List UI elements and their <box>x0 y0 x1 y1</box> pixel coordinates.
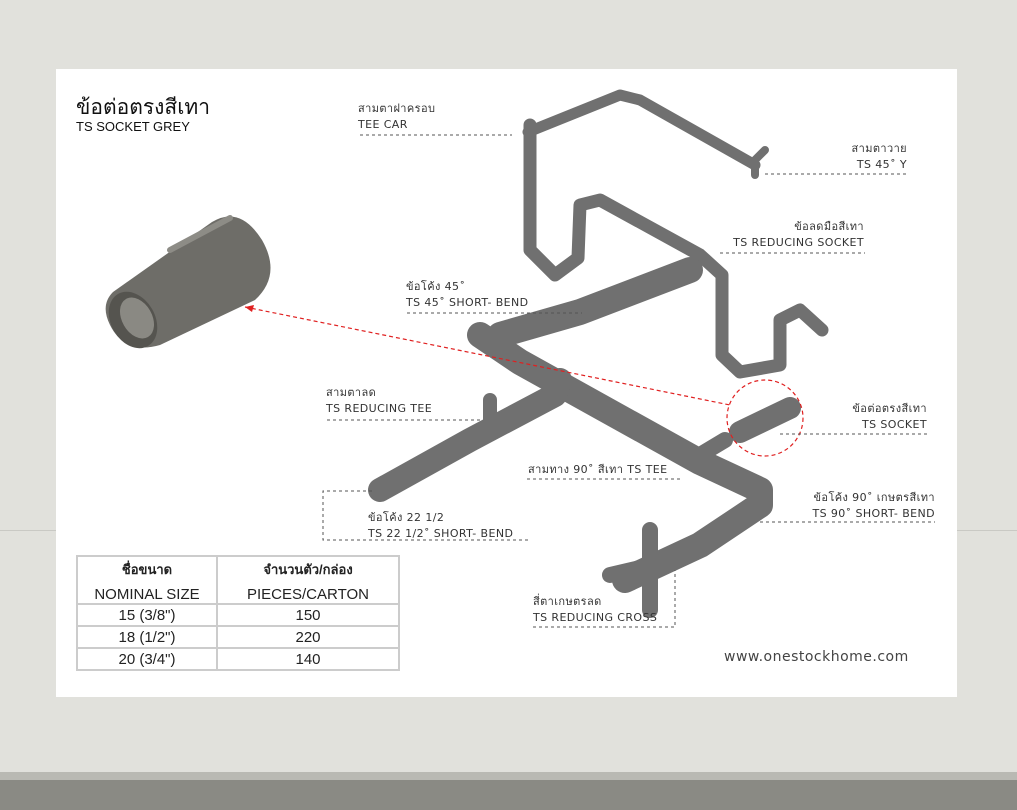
callout-lines <box>322 134 935 628</box>
product-title-thai: ข้อต่อตรงสีเทา <box>76 95 211 119</box>
table-row: 18 (1/2")220 <box>76 625 400 649</box>
table-row: 20 (3/4")140 <box>76 647 400 671</box>
product-title-english: TS SOCKET GREY <box>76 119 190 134</box>
pipe-diagram <box>105 89 935 628</box>
label-45-short-bend: ข้อโค้ง 45˚TS 45˚ SHORT- BEND <box>406 280 529 309</box>
highlight-marker <box>244 305 804 457</box>
table-row: 15 (3/8")150 <box>76 603 400 627</box>
footer-bar <box>0 780 1017 810</box>
socket-product-image <box>105 215 271 349</box>
footer-band <box>0 772 1017 780</box>
website-url: www.onestockhome.com <box>724 649 909 665</box>
label-ts-tee: สามทาง 90˚ สีเทา TS TEE <box>528 463 668 476</box>
product-card: ข้อต่อตรงสีเทา TS SOCKET GREY <box>56 69 957 697</box>
